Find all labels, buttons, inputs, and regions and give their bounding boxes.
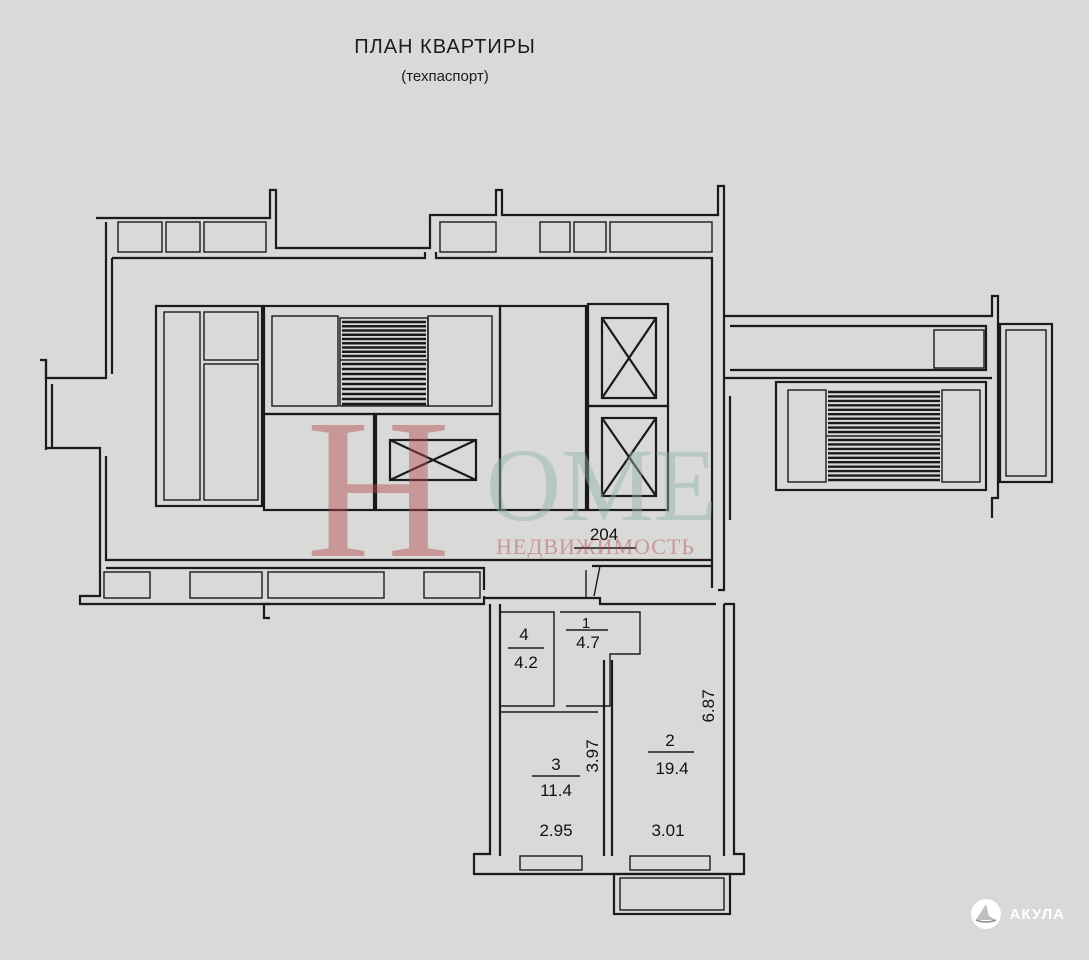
building-outer-walls [40,184,726,620]
watermark-tagline: НЕДВИЖИМОСТЬ [496,534,695,559]
main-stair [339,317,429,407]
room-3-id: 3 [551,755,560,774]
room-3-width: 2.95 [539,821,572,840]
room-2-depth: 6.87 [699,689,718,722]
shark-logo-icon [970,899,1001,929]
room-1-id: 1 [582,615,590,632]
top-windows [103,221,713,599]
right-wing [724,294,1054,520]
room-2-id: 2 [665,731,674,750]
apartment-204 [472,596,746,916]
brand-name: АКУЛА [1009,905,1065,923]
brand-badge: АКУЛА [970,898,1065,930]
room-1-area: 4.7 [576,633,600,652]
plan-subtitle: (техпаспорт) [401,68,489,85]
building-core [154,302,670,512]
watermark-letter: Н [306,379,450,600]
room-2-area: 19.4 [655,759,688,778]
door-marks [585,565,601,598]
apartment-number: 204 [590,525,618,544]
room-4-area: 4.2 [514,653,538,672]
room-3-depth: 3.97 [583,739,602,772]
plan-title: ПЛАН КВАРТИРЫ [354,36,536,58]
watermark-word: OME [486,428,717,543]
apartment-labels: 204 4 4.2 1 4.7 3 11.4 3.97 2.95 2 19.4 … [508,525,718,840]
lift-shafts [388,316,658,498]
watermark: Н OME НЕДВИЖИМОСТЬ [306,379,717,600]
room-4-id: 4 [519,625,528,644]
room-3-area: 11.4 [540,781,572,800]
room-2-width: 3.01 [651,821,684,840]
